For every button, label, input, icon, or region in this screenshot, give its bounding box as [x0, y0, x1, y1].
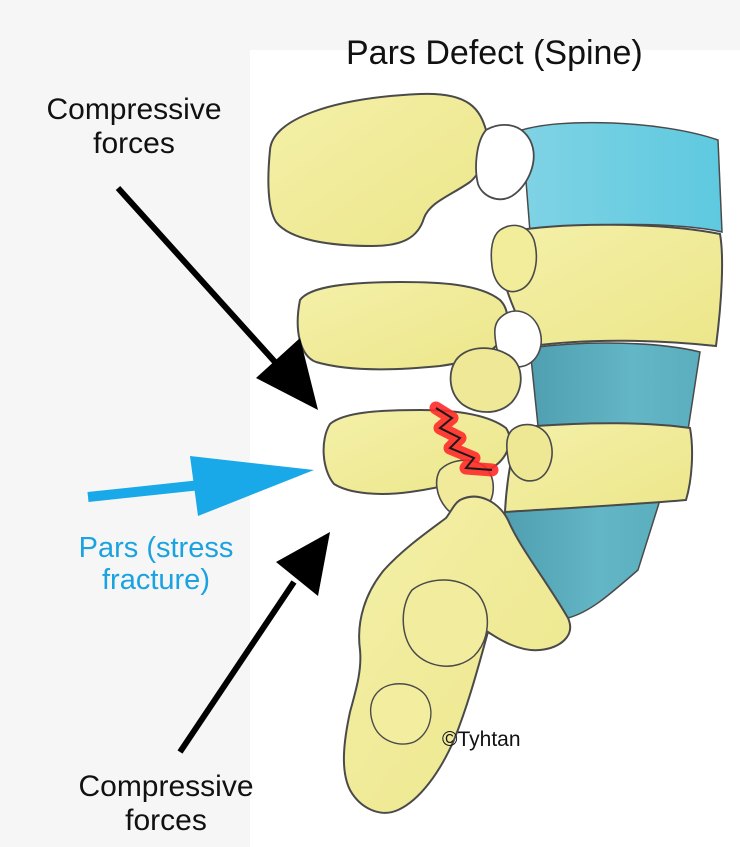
sacrum-ridge	[402, 579, 489, 667]
pars-fracture	[429, 401, 499, 477]
sacrum-lower-ridge	[369, 683, 432, 745]
upper-articular-process	[475, 124, 535, 201]
pars-label-line-1: Pars (stress	[78, 532, 234, 564]
compressive-forces-top-line-2: forces	[93, 126, 175, 160]
compressive-forces-label-bottom: Compressive forces	[56, 770, 276, 837]
copyright-credit: ©Tyhtan	[442, 728, 521, 751]
pars-stress-fracture-label: Pars (stress fracture)	[54, 532, 258, 597]
compressive-forces-label-top: Compressive forces	[28, 93, 240, 160]
vertebra-upper	[267, 92, 724, 348]
disc-top	[521, 121, 723, 233]
upper-spinous-process	[267, 92, 488, 248]
fracture-line	[435, 407, 493, 471]
intervertebral-discs	[504, 121, 723, 619]
sacrum	[342, 495, 571, 814]
compressive-forces-bottom-line-2: forces	[125, 803, 207, 837]
upper-facet	[490, 224, 538, 293]
lower-facet	[506, 423, 553, 482]
pars-arrow	[87, 456, 314, 516]
diagram-title: Pars Defect (Spine)	[346, 34, 643, 72]
compressive-forces-top-line-1: Compressive	[46, 93, 222, 126]
vertebra-middle	[296, 280, 694, 514]
middle-articular-process	[449, 347, 522, 413]
compressive-arrow-bottom	[177, 532, 330, 754]
compressive-forces-bottom-line-1: Compressive	[78, 770, 254, 803]
disc-middle	[529, 342, 701, 431]
compressive-arrow-top	[115, 185, 318, 410]
pars-label-line-2: fracture)	[102, 564, 210, 597]
